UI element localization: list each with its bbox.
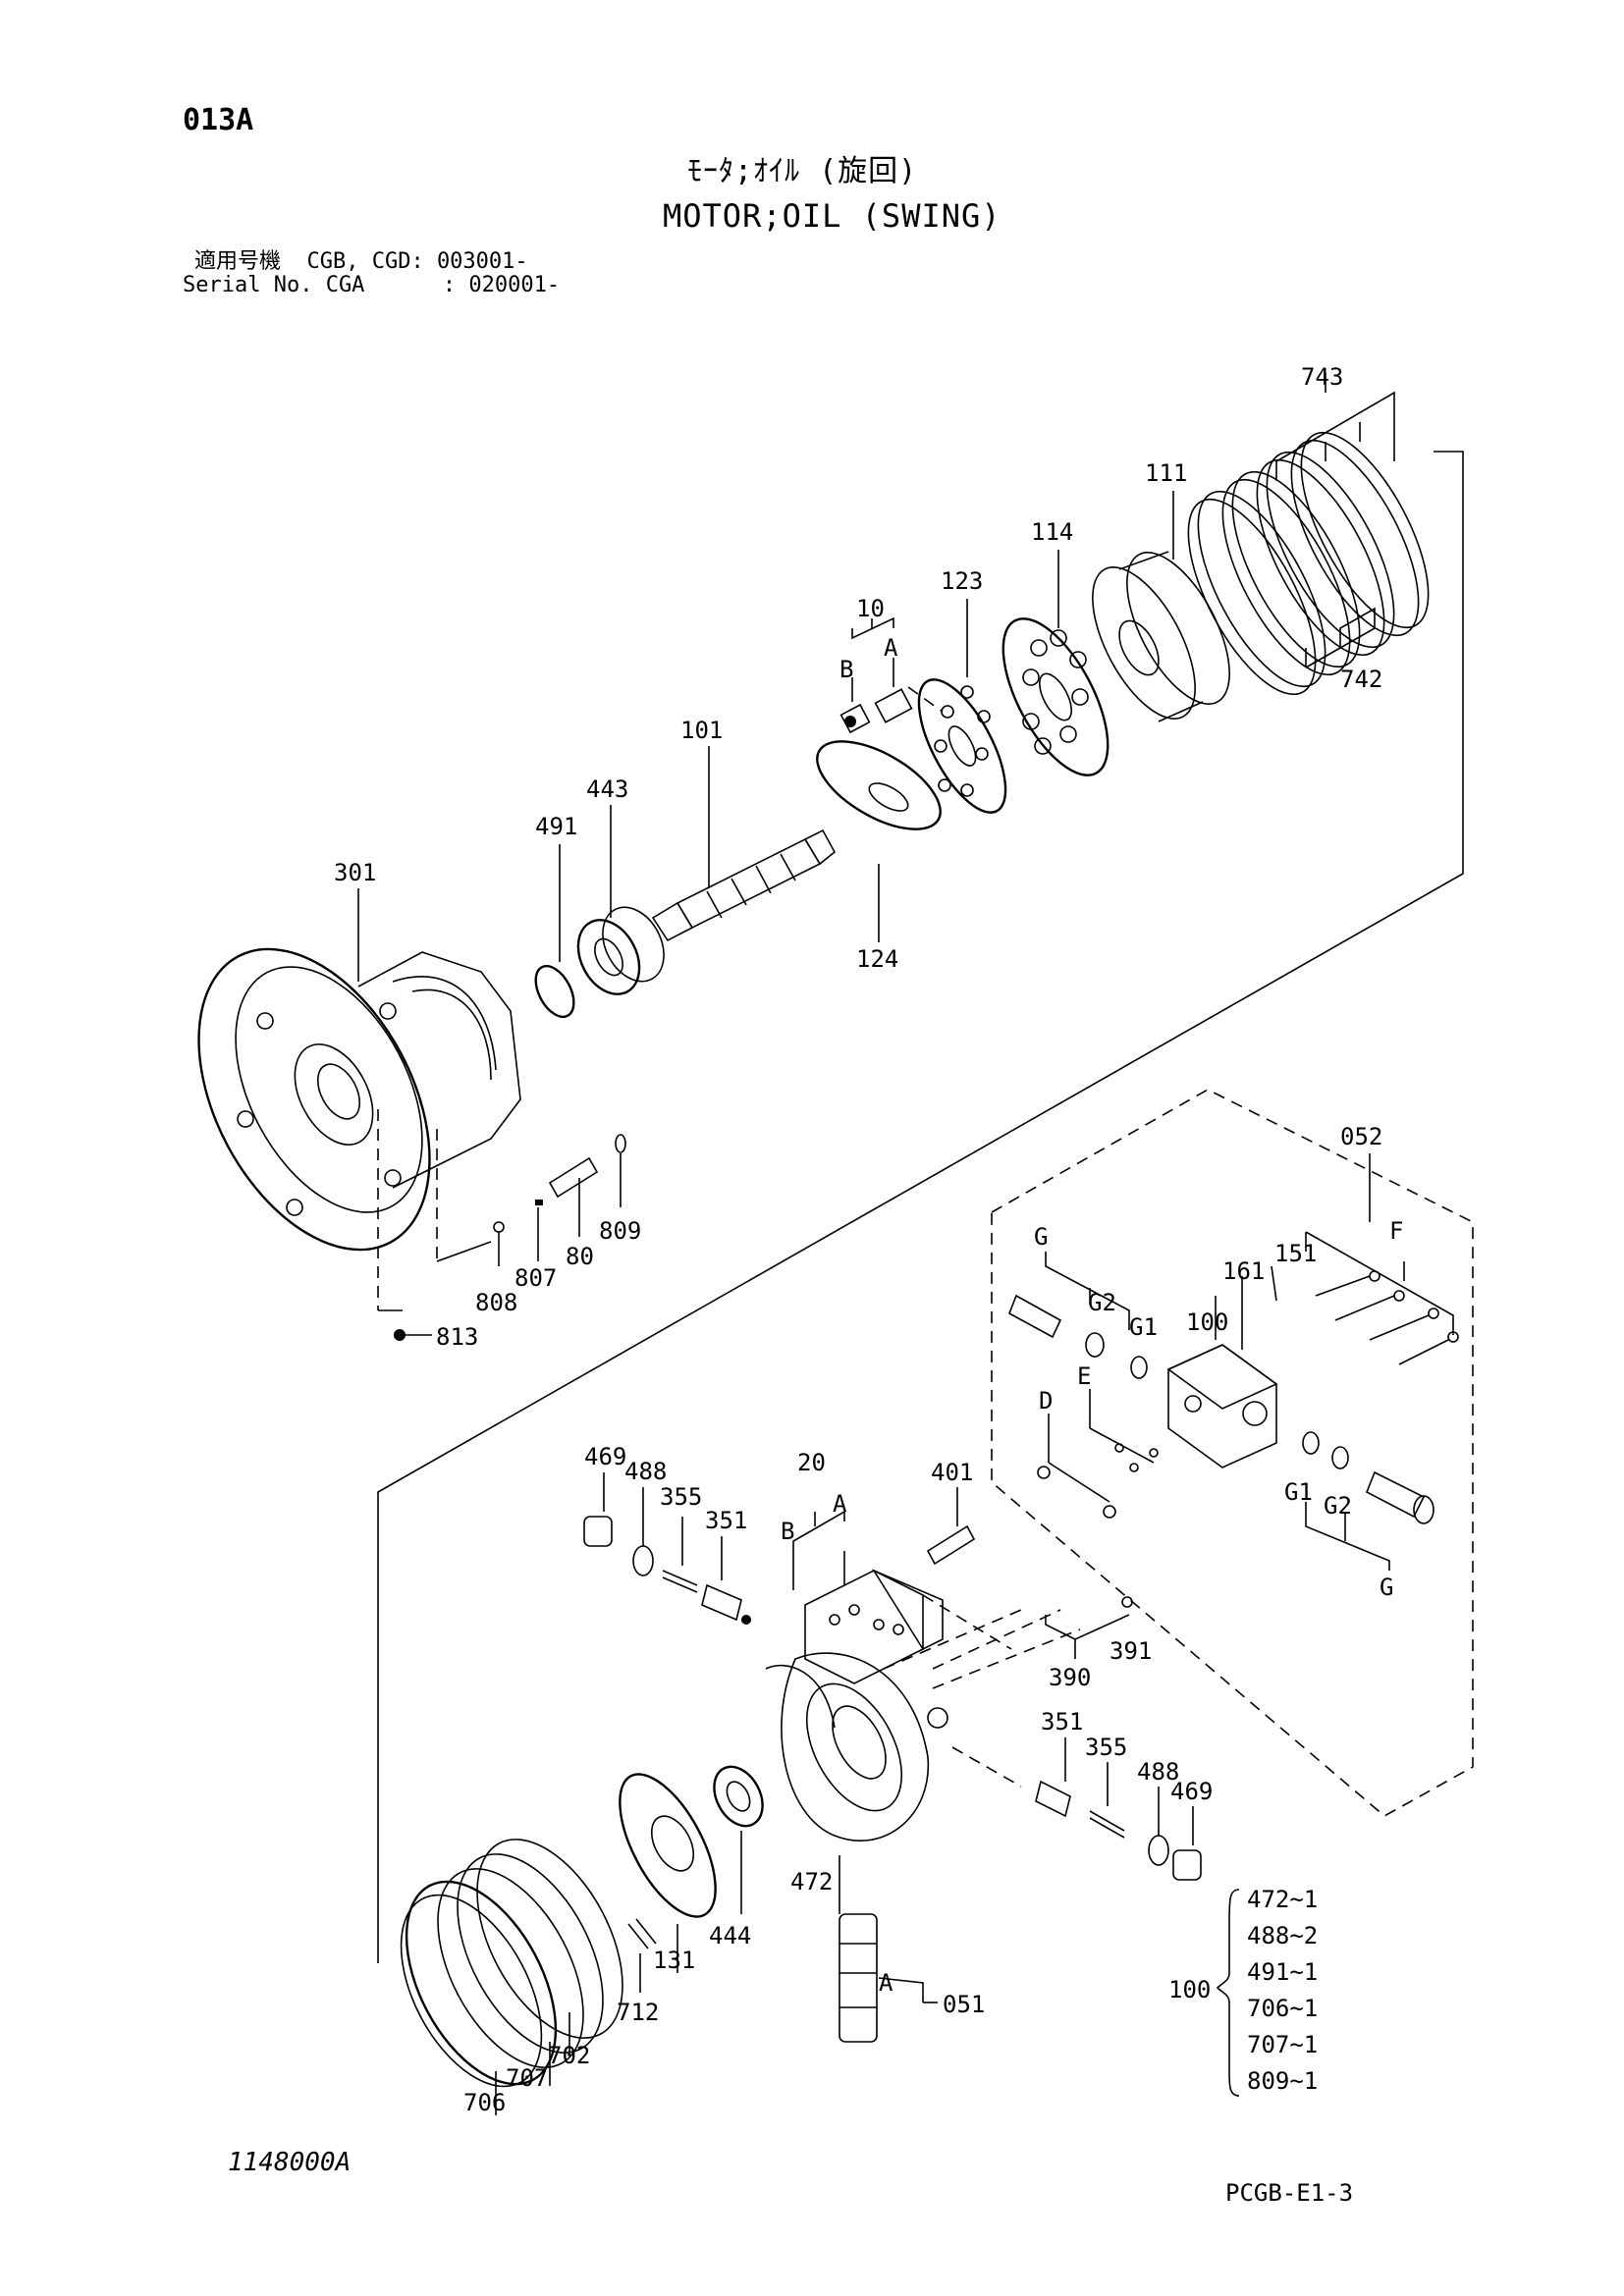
page-title-japanese: ﾓｰﾀ;ｵｲﾙ (旋回) <box>687 154 918 188</box>
label-114: 114 <box>1031 518 1073 546</box>
label-712: 712 <box>617 1999 659 2026</box>
label-e: E <box>1077 1362 1091 1390</box>
label-813: 813 <box>436 1323 478 1351</box>
serial-applicability-line: 適用号機 CGB, CGD: 003001- <box>194 249 528 274</box>
label-g2-right: G2 <box>1324 1492 1352 1520</box>
label-b-lower: B <box>781 1518 794 1545</box>
label-g-left: G <box>1034 1223 1048 1251</box>
label-f: F <box>1389 1217 1403 1245</box>
label-809: 809 <box>599 1217 641 1245</box>
page-title: MOTOR;OIL (SWING) <box>663 197 1001 235</box>
label-124: 124 <box>856 945 898 973</box>
piston-assembly-drawing <box>839 688 913 734</box>
valve-block-drawing <box>1166 1344 1278 1468</box>
lower-assembly-drawing <box>400 1765 764 2088</box>
label-d: D <box>1039 1387 1053 1415</box>
label-391: 391 <box>1110 1637 1152 1665</box>
shoe-plate-drawing <box>917 678 1007 814</box>
label-g1-right: G1 <box>1284 1478 1313 1506</box>
label-a-upper: A <box>884 634 898 662</box>
label-151: 151 <box>1274 1240 1317 1267</box>
label-351-left: 351 <box>705 1507 747 1534</box>
label-100-kit: 100 <box>1168 1976 1211 2003</box>
label-707: 707 <box>506 2064 548 2092</box>
label-100-block: 100 <box>1186 1308 1228 1336</box>
bolts-drawing <box>1315 1270 1459 1365</box>
label-401: 401 <box>931 1459 973 1486</box>
label-80: 80 <box>566 1243 594 1270</box>
label-g-right: G <box>1380 1574 1393 1601</box>
label-20: 20 <box>797 1449 826 1476</box>
label-10: 10 <box>856 595 885 622</box>
kit-item: 706~1 <box>1247 1995 1318 2022</box>
label-355-right: 355 <box>1085 1734 1127 1761</box>
drawing-number: 1148000A <box>228 2148 352 2177</box>
label-101: 101 <box>680 717 723 744</box>
kit-item: 491~1 <box>1247 1958 1318 1986</box>
label-472: 472 <box>790 1868 833 1896</box>
label-351-right: 351 <box>1041 1708 1083 1735</box>
label-443: 443 <box>586 775 628 803</box>
label-a-shaft: A <box>879 1969 893 1997</box>
label-b-upper: B <box>839 656 853 683</box>
label-355-left: 355 <box>660 1483 702 1511</box>
brake-plates-drawing <box>1187 431 1430 696</box>
serial-number-line: Serial No. CGA : 020001- <box>183 273 561 297</box>
plug-right-drawing <box>1302 1431 1435 1524</box>
label-807: 807 <box>514 1264 557 1292</box>
label-111: 111 <box>1145 459 1187 487</box>
label-g2-left: G2 <box>1088 1289 1116 1316</box>
kit-item: 809~1 <box>1247 2067 1318 2095</box>
label-161: 161 <box>1222 1257 1265 1285</box>
label-491: 491 <box>535 813 577 840</box>
label-743: 743 <box>1301 363 1343 391</box>
shaft-drawing <box>651 828 837 942</box>
valve-cover-drawing <box>765 1569 1081 1842</box>
label-706: 706 <box>463 2089 506 2116</box>
kit-brace <box>1216 1889 1240 2097</box>
bearing-drawing <box>576 906 665 995</box>
page-code: 013A <box>183 103 254 137</box>
label-g1-left: G1 <box>1129 1313 1158 1341</box>
label-123: 123 <box>941 567 983 595</box>
spool-shaft-drawing <box>839 1913 878 2043</box>
label-702: 702 <box>548 2042 590 2069</box>
casing-drawing <box>197 947 521 1252</box>
relief-stack-right-drawing <box>1035 1780 1202 1881</box>
label-469-right: 469 <box>1170 1778 1213 1805</box>
kit-item: 472~1 <box>1247 1886 1318 1913</box>
kit-item: 707~1 <box>1247 2031 1318 2058</box>
label-488-left: 488 <box>624 1458 667 1485</box>
label-444: 444 <box>709 1922 751 1949</box>
label-488-right: 488 <box>1137 1758 1179 1786</box>
retainer-plate-drawing <box>1001 617 1110 776</box>
label-469-left: 469 <box>584 1443 626 1470</box>
thrust-plate-drawing <box>816 740 942 830</box>
label-052: 052 <box>1340 1123 1382 1150</box>
label-051: 051 <box>943 1991 985 2018</box>
page-reference: PCGB-E1-3 <box>1225 2179 1354 2207</box>
label-808: 808 <box>475 1289 517 1316</box>
label-301: 301 <box>334 859 376 886</box>
label-742: 742 <box>1340 666 1382 693</box>
plug-left-drawing <box>1007 1294 1148 1379</box>
cylinder-block-drawing <box>1092 551 1230 722</box>
label-a-lower: A <box>833 1490 847 1518</box>
label-390: 390 <box>1049 1664 1091 1691</box>
kit-item: 488~2 <box>1247 1922 1318 1949</box>
label-131: 131 <box>653 1947 695 1974</box>
